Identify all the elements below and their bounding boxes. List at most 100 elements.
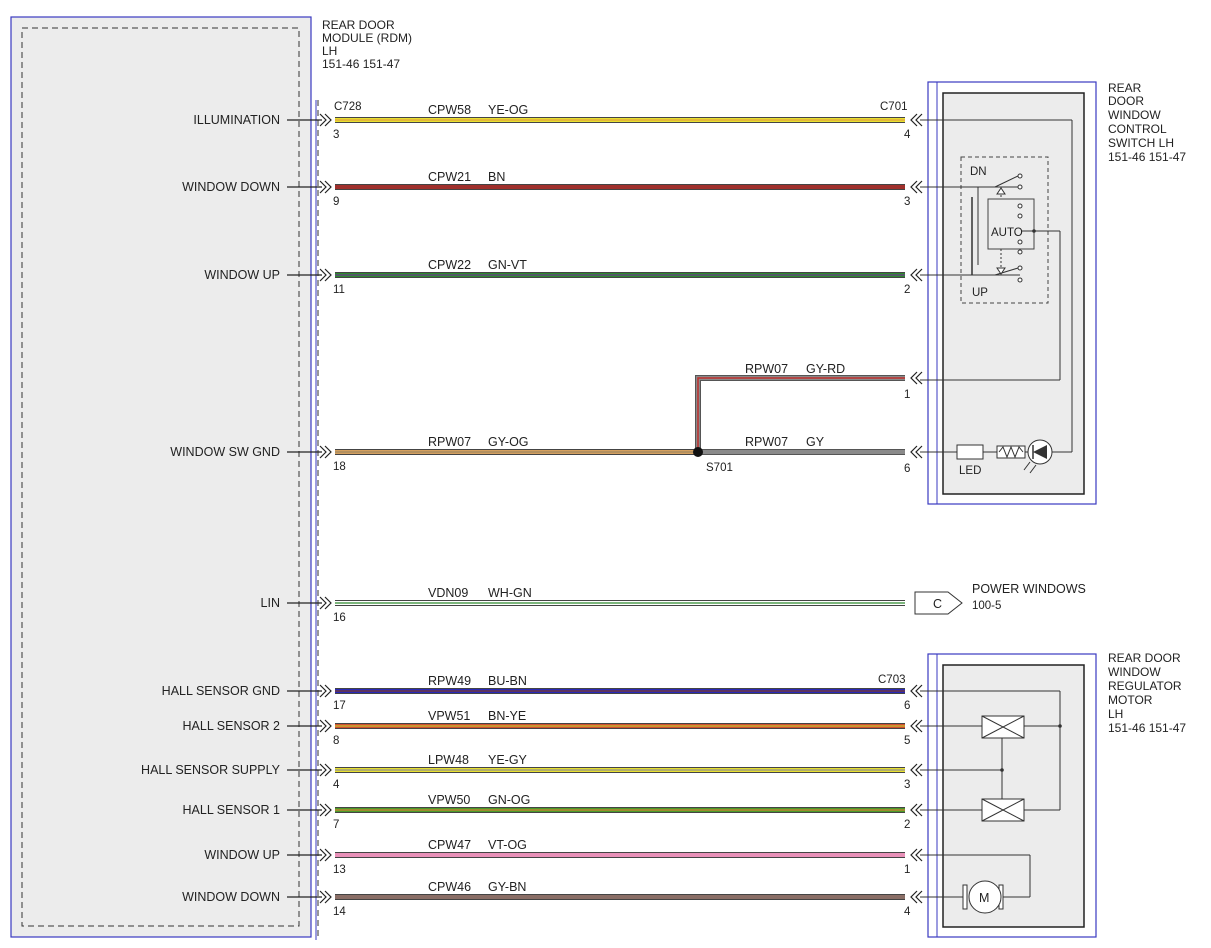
- left-connector: [319, 684, 332, 698]
- right-connector: [910, 890, 923, 904]
- right-pin-label: 3: [904, 196, 910, 208]
- led-circuit: LED: [920, 439, 1072, 477]
- left-pin-label: 17: [333, 700, 346, 712]
- switch-title-1: REAR: [1108, 81, 1142, 95]
- signal-label: WINDOW SW GND: [170, 445, 280, 459]
- left-pin-label: 7: [333, 819, 339, 831]
- signal-label: WINDOW DOWN: [182, 180, 280, 194]
- motor-symbol: M: [920, 854, 1031, 914]
- left-connector: [319, 763, 332, 777]
- color-code-label: GY-OG: [488, 435, 529, 449]
- right-connector: [910, 684, 923, 698]
- gyrd-color: GY-RD: [806, 362, 845, 376]
- lin-reference: C POWER WINDOWS 100-5: [914, 582, 1086, 615]
- gyrd-circuit: RPW07: [745, 362, 788, 376]
- switch-title-6: 151-46 151-47: [1108, 150, 1186, 164]
- gy-color: GY: [806, 435, 825, 449]
- motor-m-label: M: [979, 891, 989, 905]
- switch-module: REAR DOOR WINDOW CONTROL SWITCH LH 151-4…: [880, 81, 1186, 505]
- lin-ref-line2: 100-5: [972, 600, 1001, 612]
- circuit-label: CPW22: [428, 258, 471, 272]
- motor-title-6: 151-46 151-47: [1108, 721, 1186, 735]
- signal-label: LIN: [261, 596, 280, 610]
- color-code-label: BU-BN: [488, 674, 527, 688]
- motor-title-4: MOTOR: [1108, 693, 1153, 707]
- right-connector: [910, 180, 923, 194]
- switch-title-4: CONTROL: [1108, 122, 1167, 136]
- led-label: LED: [959, 465, 981, 477]
- wire-branch-gyrd: RPW07 GY-RD 1: [695, 362, 923, 452]
- left-connector: [319, 848, 332, 862]
- signal-label: WINDOW UP: [204, 848, 280, 862]
- left-connector: [319, 596, 332, 610]
- rdm-title-2: MODULE (RDM): [322, 31, 412, 45]
- left-pin-label: 11: [333, 284, 345, 296]
- motor-title-2: WINDOW: [1108, 665, 1161, 679]
- circuit-label: CPW58: [428, 103, 471, 117]
- motor-module: REAR DOOR WINDOW REGULATOR MOTOR LH 151-…: [878, 651, 1186, 938]
- motor-title-5: LH: [1108, 707, 1123, 721]
- rdm-title-1: REAR DOOR: [322, 18, 395, 32]
- signal-label: HALL SENSOR SUPPLY: [141, 763, 281, 777]
- signal-label: HALL SENSOR 2: [183, 719, 281, 733]
- right-pin-label: 5: [904, 735, 910, 747]
- wire-row: LIN VDN09 WH-GN 16: [261, 586, 905, 624]
- switch-title-2: DOOR: [1108, 94, 1144, 108]
- circuit-label: VDN09: [428, 586, 468, 600]
- color-code-label: BN-YE: [488, 709, 526, 723]
- wire-row: HALL SENSOR 2 VPW51 BN-YE 8 5: [183, 709, 923, 747]
- left-pin-label: 8: [333, 735, 339, 747]
- wire-row: WINDOW SW GND RPW07 GY-OG 18: [170, 435, 698, 473]
- left-pin-label: 13: [333, 864, 346, 876]
- right-pin-label: 4: [904, 906, 911, 918]
- right-connector: [910, 719, 923, 733]
- left-pin-label: 18: [333, 461, 346, 473]
- right-pin-label: 1: [904, 864, 910, 876]
- left-pin-label: 3: [333, 129, 339, 141]
- motor-title-3: REGULATOR: [1108, 679, 1182, 693]
- circuit-label: VPW51: [428, 709, 470, 723]
- left-connector: [319, 719, 332, 733]
- left-connector: [319, 113, 332, 127]
- hall-sensors: [920, 690, 1062, 822]
- switch-connector-label: C701: [880, 101, 908, 113]
- left-connector: [319, 180, 332, 194]
- splice-label: S701: [706, 462, 733, 474]
- right-pin-label: 2: [904, 819, 910, 831]
- left-connector: [319, 268, 332, 282]
- rdm-connector-label: C728: [334, 101, 362, 113]
- left-pin-label: 16: [333, 612, 346, 624]
- color-code-label: WH-GN: [488, 586, 532, 600]
- circuit-label: CPW47: [428, 838, 471, 852]
- right-pin-label: 4: [904, 129, 911, 141]
- switch-up-label: UP: [972, 287, 988, 299]
- circuit-label: LPW48: [428, 753, 469, 767]
- right-pin-label: 6: [904, 700, 910, 712]
- rdm-title-4: 151-46 151-47: [322, 57, 400, 71]
- color-code-label: GN-VT: [488, 258, 527, 272]
- color-code-label: GN-OG: [488, 793, 530, 807]
- right-connector: [910, 113, 923, 127]
- right-connector: [910, 268, 923, 282]
- lin-ref-letter: C: [933, 597, 942, 611]
- color-code-label: BN: [488, 170, 505, 184]
- left-pin-label: 9: [333, 196, 339, 208]
- wire-branch-gy: RPW07 GY 6: [698, 435, 923, 475]
- left-connector: [319, 445, 332, 459]
- color-code-label: YE-GY: [488, 753, 528, 767]
- circuit-label: RPW07: [428, 435, 471, 449]
- window-switch-symbol: DN UP AUTO: [920, 119, 1073, 452]
- gy-right-pin: 6: [904, 463, 910, 475]
- right-connector: [910, 763, 923, 777]
- signal-label: HALL SENSOR 1: [183, 803, 281, 817]
- switch-auto-label: AUTO: [991, 227, 1023, 239]
- signal-label: ILLUMINATION: [193, 113, 280, 127]
